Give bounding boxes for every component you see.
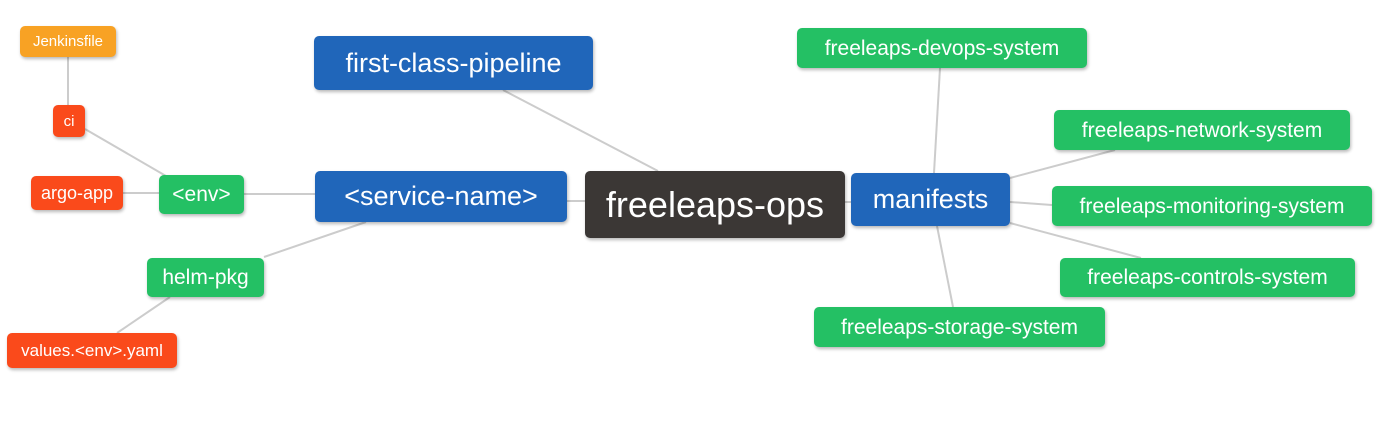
- node-jenkinsfile[interactable]: Jenkinsfile: [20, 26, 116, 57]
- node-network-system[interactable]: freeleaps-network-system: [1054, 110, 1350, 150]
- edge-helm-pkg-to-values-env-yaml: [116, 296, 171, 334]
- node-freeleaps-ops[interactable]: freeleaps-ops: [585, 171, 845, 238]
- edge-manifests-to-storage-system: [936, 225, 954, 308]
- node-manifests[interactable]: manifests: [851, 173, 1010, 226]
- node-service-name[interactable]: <service-name>: [315, 171, 567, 222]
- edge-ci-to-env: [84, 128, 167, 177]
- node-devops-system[interactable]: freeleaps-devops-system: [797, 28, 1087, 68]
- node-argo-app[interactable]: argo-app: [31, 176, 123, 210]
- node-values-env-yaml[interactable]: values.<env>.yaml: [7, 333, 177, 368]
- edge-manifests-to-controls-system: [1009, 222, 1142, 259]
- edge-manifests-to-monitoring-system: [1009, 201, 1053, 206]
- edge-service-name-to-helm-pkg: [263, 221, 367, 258]
- node-monitoring-system[interactable]: freeleaps-monitoring-system: [1052, 186, 1372, 226]
- node-helm-pkg[interactable]: helm-pkg: [147, 258, 264, 297]
- node-storage-system[interactable]: freeleaps-storage-system: [814, 307, 1105, 347]
- edge-first-class-pipeline-to-freeleaps-ops: [502, 89, 659, 172]
- node-ci[interactable]: ci: [53, 105, 85, 137]
- node-env[interactable]: <env>: [159, 175, 244, 214]
- node-first-class-pipeline[interactable]: first-class-pipeline: [314, 36, 593, 90]
- edge-manifests-to-devops-system: [933, 67, 941, 174]
- edge-manifests-to-network-system: [1009, 149, 1116, 179]
- node-controls-system[interactable]: freeleaps-controls-system: [1060, 258, 1355, 297]
